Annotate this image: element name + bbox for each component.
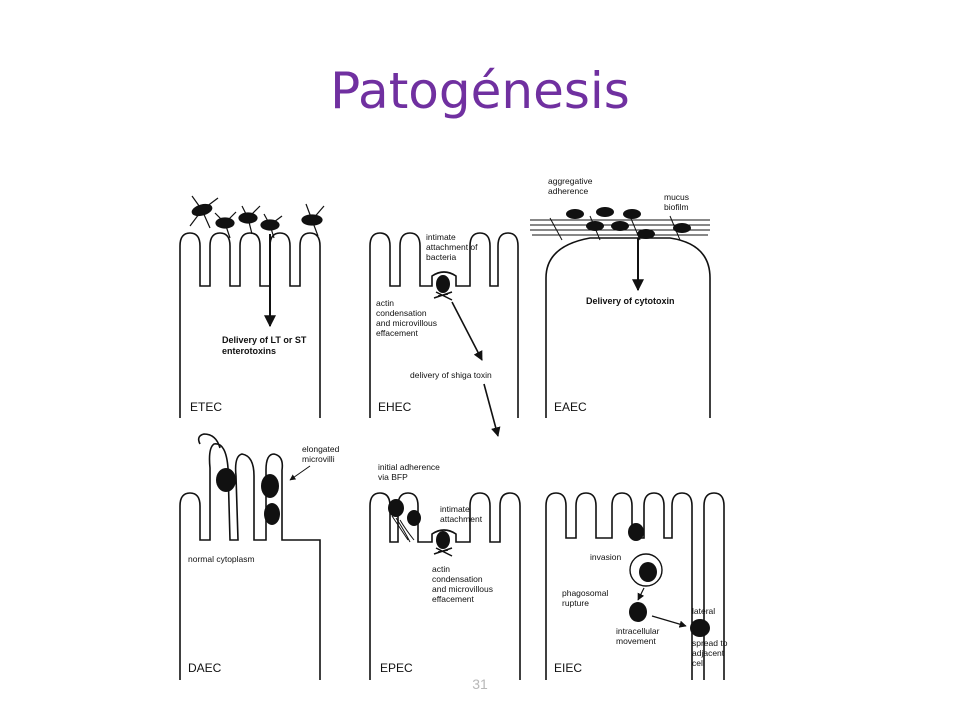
eiec-panel-label: EIEC	[554, 661, 582, 675]
eiec-phago-label-1: phagosomal	[562, 588, 608, 598]
ehec-intimate-label-2: attachment of	[426, 242, 478, 252]
daec-panel: elongated microvilli normal cytoplasm DA…	[179, 433, 340, 680]
eaec-mucus-label-1: mucus	[664, 192, 689, 202]
ehec-pedestal	[433, 291, 453, 301]
etec-panel-label: ETEC	[190, 400, 222, 414]
eiec-intra-label-2: movement	[616, 636, 656, 646]
ehec-actin-label-1: actin	[376, 298, 394, 308]
epec-actin-label-2: condensation	[432, 574, 483, 584]
epec-panel-label: EPEC	[380, 661, 413, 675]
epec-actin-label-1: actin	[432, 564, 450, 574]
etec-delivery-label-1: Delivery of LT or ST	[222, 335, 307, 345]
ehec-bacterium	[436, 275, 450, 293]
slide-title: Patogénesis	[330, 62, 630, 120]
epec-cell-outline	[369, 492, 521, 680]
eiec-cell-outline	[545, 492, 693, 680]
eaec-cytotoxin-label: Delivery of cytotoxin	[586, 296, 675, 306]
epec-initial-label-1: initial adherence	[378, 462, 440, 472]
ehec-arrow-2	[483, 383, 501, 437]
daec-elongated-label-2: microvilli	[302, 454, 335, 464]
eiec-phagosome	[629, 553, 663, 587]
eiec-adjacent-cell	[703, 492, 725, 680]
eaec-aggregative-label-2: adherence	[548, 186, 588, 196]
epec-panel: initial adherence via BFP intimate attac…	[369, 462, 521, 680]
daec-panel-label: DAEC	[188, 661, 222, 675]
ehec-panel: intimate attachment of bacteria actin co…	[369, 232, 519, 437]
daec-villus-tall	[197, 433, 221, 449]
epec-intimate-label-2: attachment	[440, 514, 483, 524]
eiec-lateral-label-2: spread to	[692, 638, 728, 648]
eiec-bacterium-phagosome	[639, 562, 657, 582]
epec-intimate-label-1: intimate	[440, 504, 470, 514]
daec-bacterium-3	[264, 503, 280, 525]
eaec-aggregative-label-1: aggregative	[548, 176, 593, 186]
eiec-invasion-label: invasion	[590, 552, 621, 562]
eiec-intra-label-1: intracellular	[616, 626, 660, 636]
epec-bacterium-1	[388, 499, 404, 517]
ehec-intimate-label-1: intimate	[426, 232, 456, 242]
ehec-intimate-label-3: bacteria	[426, 252, 457, 262]
eaec-bacteria	[566, 207, 691, 239]
eaec-panel: aggregative adherence mucus biofilm Deli…	[530, 176, 711, 418]
eiec-arrow-spread	[651, 615, 687, 628]
slide-number: 31	[472, 676, 488, 692]
epec-bacterium-3	[436, 531, 450, 549]
daec-pointer	[289, 465, 311, 481]
epec-bacterium-2	[407, 510, 421, 526]
epec-pedestal	[433, 547, 453, 557]
eiec-lateral-label-3: adjacent	[692, 648, 725, 658]
eiec-phago-label-2: rupture	[562, 598, 589, 608]
daec-cell-outline	[179, 443, 321, 680]
eaec-mucus-label-2: biofilm	[664, 202, 689, 212]
daec-elongated-label-1: elongated	[302, 444, 340, 454]
epec-bfp-bundle	[391, 515, 415, 543]
etec-delivery-label-2: enterotoxins	[222, 346, 276, 356]
eiec-panel: invasion phagosomal rupture intracellula…	[545, 492, 728, 680]
eiec-lateral-label-1: lateral	[692, 606, 715, 616]
eaec-cell-outline	[545, 237, 711, 418]
etec-cell-outline	[179, 232, 321, 418]
ehec-arrow-1	[451, 301, 483, 361]
ehec-panel-label: EHEC	[378, 400, 412, 414]
epec-actin-label-4: effacement	[432, 594, 475, 604]
eiec-bacterium-entry	[628, 523, 644, 541]
ehec-actin-label-2: condensation	[376, 308, 427, 318]
eiec-arrow-rupture	[637, 587, 645, 601]
epec-initial-label-2: via BFP	[378, 472, 408, 482]
pathogenesis-diagram: Delivery of LT or ST enterotoxins ETEC i…	[170, 168, 730, 688]
daec-bacterium-2	[261, 474, 279, 498]
etec-bacteria	[189, 195, 325, 239]
ehec-actin-label-4: effacement	[376, 328, 419, 338]
daec-cytoplasm-label: normal cytoplasm	[188, 554, 255, 564]
ehec-shiga-label: delivery of shiga toxin	[410, 370, 492, 380]
eiec-lateral-label-4: cell	[692, 658, 705, 668]
eiec-bacterium-free	[629, 602, 647, 622]
ehec-cell-outline	[369, 232, 519, 418]
etec-panel: Delivery of LT or ST enterotoxins ETEC	[179, 195, 325, 418]
ehec-actin-label-3: and microvillous	[376, 318, 437, 328]
daec-bacterium-1	[216, 468, 236, 492]
eiec-bacterium-spread	[690, 619, 710, 637]
eaec-panel-label: EAEC	[554, 400, 587, 414]
epec-actin-label-3: and microvillous	[432, 584, 493, 594]
